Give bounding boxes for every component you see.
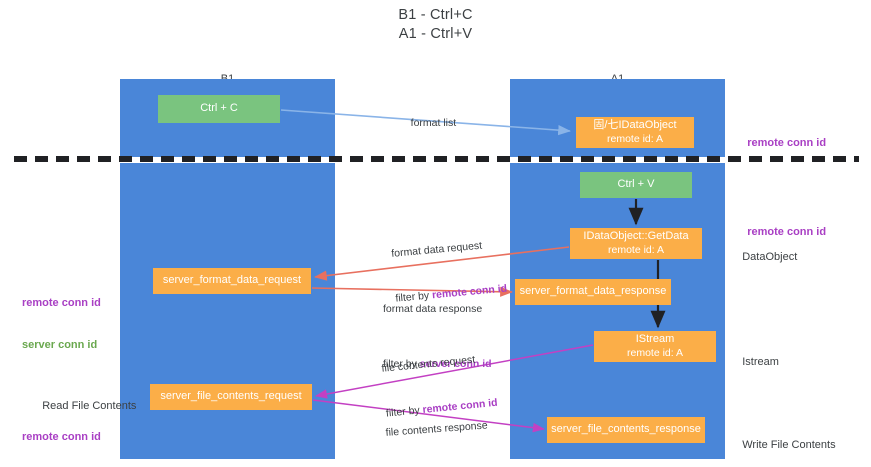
node-istream[interactable]: IStream remote id: A <box>594 331 716 362</box>
note-left-remote-conn-id-1: remote conn id <box>22 297 101 309</box>
node-server-file-contents-response[interactable]: server_file_contents_response <box>547 417 705 443</box>
diagram-title: B1 - Ctrl+C A1 - Ctrl+V <box>0 6 871 44</box>
note-write-file-contents-text: Write File Contents <box>742 439 836 451</box>
edge-label-file-contents-response: file contents response filter by server … <box>383 388 500 467</box>
node-fmt-req-label: server_format_data_request <box>162 274 302 287</box>
node-ctrl-c-label: Ctrl + C <box>200 102 238 115</box>
edge-label-format-list-text: format list <box>410 117 457 129</box>
node-ctrl-v[interactable]: Ctrl + V <box>580 172 692 198</box>
note-left-conn-ids-file: remote conn id server conn id <box>22 402 101 467</box>
note-istream-text: Istream <box>742 356 779 368</box>
node-getdata-line1: IDataObject::GetData <box>583 230 689 242</box>
note-left-conn-ids-format: remote conn id server conn id <box>22 268 101 380</box>
node-server-format-data-request[interactable]: server_format_data_request <box>153 268 311 294</box>
edge-label-file-contents-request-text: file contents request <box>381 353 476 375</box>
note-istream: Istream <box>730 341 779 383</box>
node-idataobject-getdata[interactable]: IDataObject::GetData remote id: A <box>570 228 702 259</box>
node-ctrl-c[interactable]: Ctrl + C <box>158 95 280 123</box>
node-fmt-resp-label: server_format_data_response <box>519 285 667 298</box>
node-file-req-label: server_file_contents_request <box>160 390 302 403</box>
note-left-remote-conn-id-2: remote conn id <box>22 431 101 443</box>
phase-divider <box>14 156 859 162</box>
title-line-1: B1 - Ctrl+C <box>398 7 473 23</box>
node-istream-line1: IStream <box>635 333 675 345</box>
note-left-server-conn-id-1: server conn id <box>22 339 98 351</box>
note-remote-conn-id-top-text: remote conn id <box>747 137 827 149</box>
edge-label-format-data-response-text: format data response <box>383 303 483 315</box>
note-dataobject: DataObject <box>730 236 797 278</box>
node-server-format-data-response[interactable]: server_format_data_response <box>515 279 671 305</box>
edge-label-format-data-request-text: format data request <box>390 239 483 260</box>
note-remote-conn-id-mid-text: remote conn id <box>747 226 827 238</box>
node-file-resp-label: server_file_contents_response <box>551 423 701 436</box>
node-istream-line2: remote id: A <box>626 346 684 359</box>
title-line-2: A1 - Ctrl+V <box>398 26 473 42</box>
node-ctrl-v-label: Ctrl + V <box>617 178 655 191</box>
note-remote-conn-id-top: remote conn id <box>735 122 826 164</box>
node-getdata-line2: remote id: A <box>607 243 665 256</box>
note-write-file-contents: Write File Contents <box>730 424 836 466</box>
note-dataobject-text: DataObject <box>742 251 798 263</box>
note-read-file-contents: Read File Contents <box>30 385 136 427</box>
swimlane-a1-bottom <box>510 163 725 459</box>
note-remote-conn-id-mid: remote conn id <box>735 211 826 253</box>
swimlane-b1-bottom <box>120 163 335 459</box>
node-idataobject-line1: 固/七IDataObject <box>593 119 677 131</box>
edge-label-format-list: format list <box>399 101 457 146</box>
edge-label-file-contents-response-text: file contents response <box>385 419 489 439</box>
node-idataobject[interactable]: 固/七IDataObject remote id: A <box>576 117 694 148</box>
note-read-file-contents-text: Read File Contents <box>42 400 137 412</box>
node-idataobject-line2: remote id: A <box>606 132 664 145</box>
node-server-file-contents-request[interactable]: server_file_contents_request <box>150 384 312 410</box>
